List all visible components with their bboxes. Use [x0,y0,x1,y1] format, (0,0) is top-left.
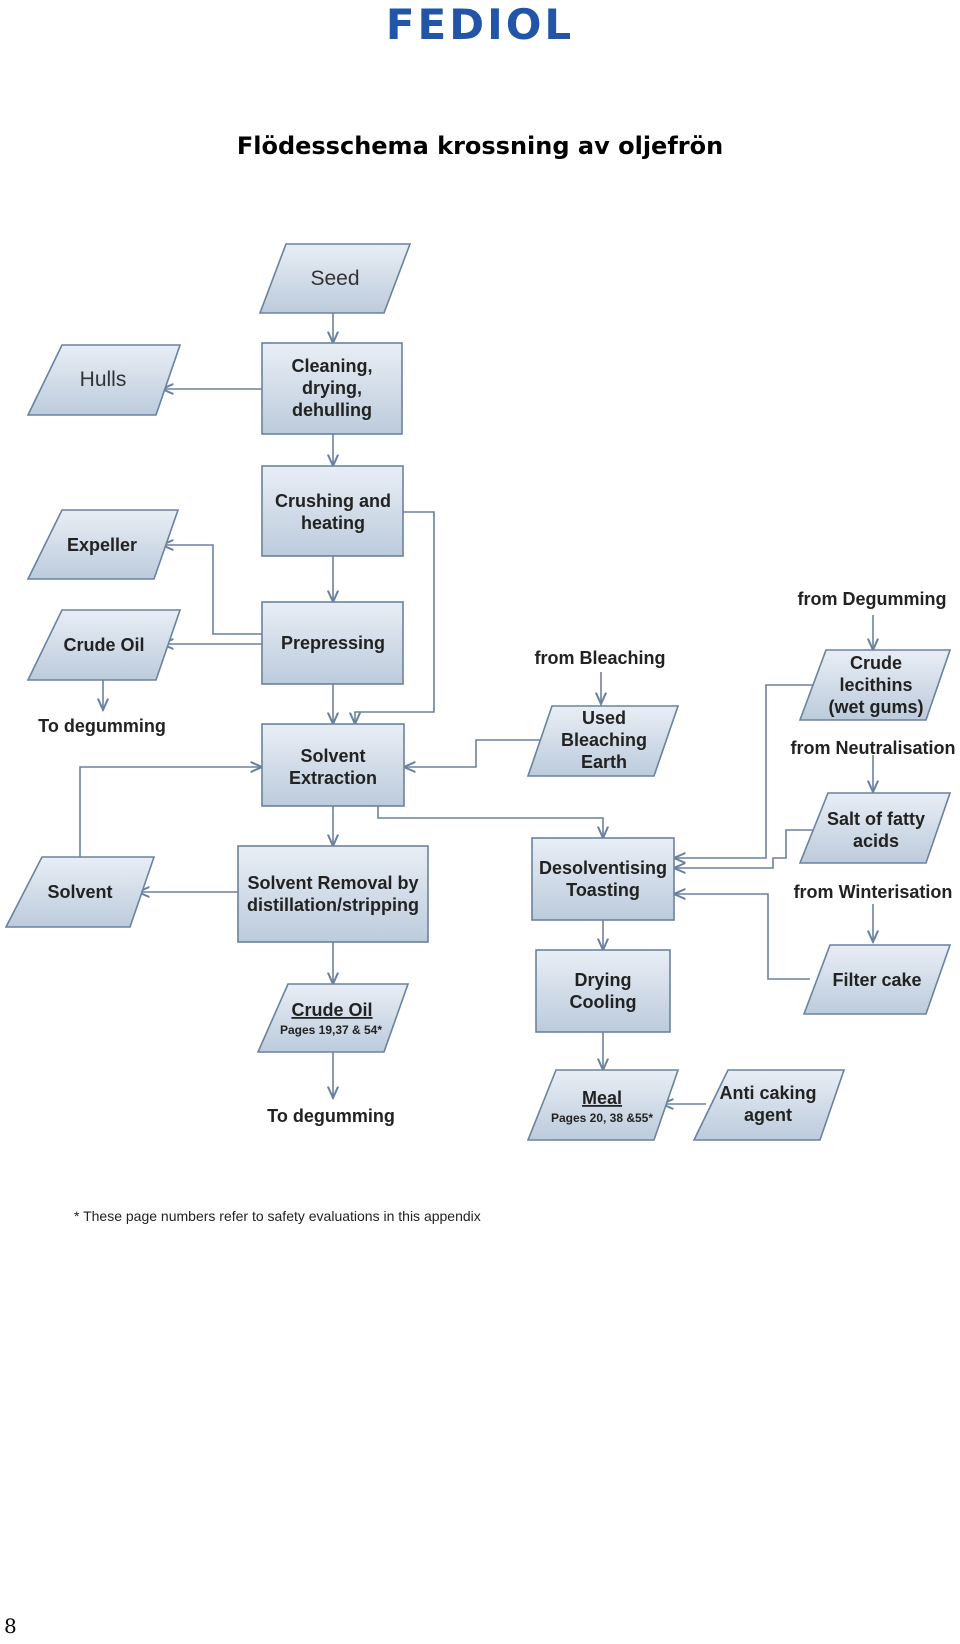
cleaning-box [261,342,403,435]
used-earth-shape [526,705,680,777]
from-neutralisation-label: from Neutralisation [790,738,955,758]
prepressing-box [261,601,404,685]
to-degumming-label-1: To degumming [38,716,166,736]
to-degumming-label-2: To degumming [267,1106,395,1126]
crude-oil-2-title: Crude Oil [291,1000,372,1020]
crushing-box [261,465,404,557]
label-line: distillation/stripping [247,895,419,915]
label-line: Prepressing [281,633,385,653]
meal-pages: Pages 20, 38 &55* [551,1111,653,1125]
solvent-shape [4,856,156,928]
label-line: Seed [310,267,359,290]
filter-cake-label: Filter cake [832,970,921,990]
label-line: Hulls [80,368,127,391]
salt-fatty-shape [798,792,952,864]
label-line: Anti caking [719,1083,816,1103]
page-title: Flödesschema krossning av oljefrön [236,132,724,160]
label-line: Cooling [570,992,637,1012]
label-line: Bleaching [561,730,647,750]
filter-cake-shape [802,944,952,1015]
label-line: (wet gums) [828,697,923,717]
label-line: Used [582,708,626,728]
meal-shape [526,1069,680,1141]
arrow-filter-cake-to-desolventising [674,894,810,980]
arrow-prepressing-to-expeller [162,545,262,635]
label-line: lecithins [839,675,912,695]
label-line: Expeller [67,535,137,555]
solvent-label: Solvent [47,882,112,902]
connectors [79,311,873,1104]
prepressing-label: Prepressing [281,633,385,653]
label-line: agent [744,1105,792,1125]
cleaning-label: Cleaning,drying,dehulling [291,356,372,420]
arrow-used-earth-to-extraction [404,739,540,767]
crude-oil-1-shape [26,609,182,681]
arrow-lecithins-to-desolventising [674,684,818,858]
from-winterisation-label: from Winterisation [794,882,953,902]
desolventising-box [531,837,675,921]
solvent-removal-box [237,845,429,943]
from-degumming-label: from Degumming [797,589,946,609]
crude-oil-2-pages: Pages 19,37 & 54* [280,1023,382,1037]
from-bleaching-label: from Bleaching [534,648,665,668]
label-line: dehulling [292,400,372,420]
label-line: Crushing and [275,491,391,511]
drying-cooling-box [535,949,671,1033]
fediol-logo: FEDIOL [385,0,575,49]
label-line: Cleaning, [291,356,372,376]
footnote: * These page numbers refer to safety eva… [74,1208,481,1224]
label-line: Crude [850,653,902,673]
label-line: Solvent [47,882,112,902]
expeller-label: Expeller [67,535,137,555]
crude-oil-1-label: Crude Oil [63,635,144,655]
label-line: Earth [581,752,627,772]
label-line: Solvent [300,746,365,766]
hulls-label: Hulls [80,368,127,391]
seed-label: Seed [310,267,359,290]
crude-lecithins-shape [798,649,952,721]
page-number: 8 [4,1614,17,1638]
label-line: Toasting [566,880,640,900]
arrow-solvent-to-extraction [79,767,262,857]
seed-shape [258,243,412,314]
anti-caking-shape [692,1069,846,1141]
label-line: Salt of fatty [827,809,925,829]
label-line: acids [853,831,899,851]
label-line: Solvent Removal by [247,873,418,893]
label-line: Extraction [289,768,377,788]
label-line: heating [301,513,365,533]
label-line: Crude Oil [63,635,144,655]
label-line: Filter cake [832,970,921,990]
label-line: Desolventising [539,858,667,878]
label-line: drying, [302,378,362,398]
arrow-crushing-to-extraction-bypass [355,511,435,724]
label-line: Drying [574,970,631,990]
crude-oil-2-shape [256,983,410,1053]
hulls-shape [26,344,182,416]
meal-title: Meal [582,1088,622,1108]
arrow-salt-to-desolventising [674,829,820,868]
arrow-extraction-to-desolventising [377,806,603,838]
solvent-extraction-box [261,723,405,807]
expeller-shape [26,509,180,580]
